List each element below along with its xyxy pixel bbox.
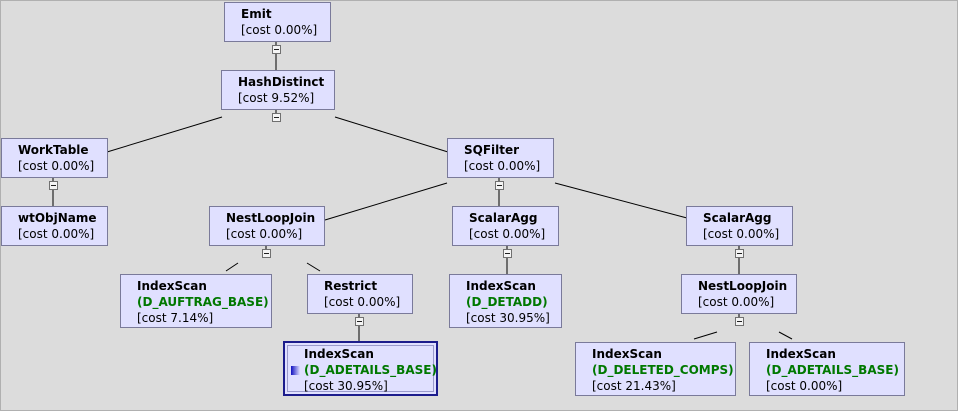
collapse-toggle-icon[interactable]	[272, 45, 281, 54]
node-hashdistinct[interactable]: HashDistinct [cost 9.52%]	[221, 70, 335, 110]
node-op-label: NestLoopJoin	[698, 279, 788, 293]
node-cost-label: [cost 0.00%]	[226, 227, 303, 241]
node-cost-label: [cost 0.00%]	[469, 227, 546, 241]
node-scalaragg-1[interactable]: ScalarAgg [cost 0.00%]	[452, 206, 559, 246]
edge-line	[334, 116, 449, 153]
node-emit[interactable]: Emit [cost 0.00%]	[224, 2, 331, 42]
collapse-toggle-icon[interactable]	[355, 317, 364, 326]
node-cost-label: [cost 30.95%]	[304, 379, 388, 393]
node-table-label: (D_AUFTRAG_BASE)	[137, 295, 269, 309]
collapse-toggle-icon[interactable]	[262, 249, 271, 258]
node-table-label: (D_DETADD)	[466, 295, 548, 309]
node-op-label: IndexScan	[766, 347, 836, 361]
node-op-label: WorkTable	[18, 143, 89, 157]
node-indexscan-adetails-1[interactable]: IndexScan (D_ADETAILS_BASE) [cost 30.95%…	[283, 341, 438, 396]
node-op-label: IndexScan	[304, 347, 374, 361]
node-op-label: SQFilter	[464, 143, 520, 157]
node-table-label: (D_ADETAILS_BASE)	[304, 363, 437, 377]
node-op-label: Emit	[241, 7, 272, 21]
node-op-label: wtObjName	[18, 211, 97, 225]
collapse-toggle-icon[interactable]	[735, 317, 744, 326]
node-op-label: IndexScan	[592, 347, 662, 361]
node-table-label: (D_DELETED_COMPS)	[592, 363, 734, 377]
node-op-label: IndexScan	[466, 279, 536, 293]
node-cost-label: [cost 7.14%]	[137, 311, 214, 325]
node-cost-label: [cost 30.95%]	[466, 311, 550, 325]
edge-line	[306, 262, 321, 272]
collapse-toggle-icon[interactable]	[49, 181, 58, 190]
edge-line	[693, 331, 718, 340]
node-wtobjname[interactable]: wtObjName [cost 0.00%]	[1, 206, 108, 246]
edge-line	[225, 262, 239, 272]
node-cost-label: [cost 0.00%]	[241, 23, 318, 37]
node-op-label: ScalarAgg	[469, 211, 538, 225]
node-indexscan-deleted-comps[interactable]: IndexScan (D_DELETED_COMPS) [cost 21.43%…	[575, 342, 736, 396]
node-cost-label: [cost 0.00%]	[18, 227, 95, 241]
collapse-toggle-icon[interactable]	[495, 181, 504, 190]
node-cost-label: [cost 21.43%]	[592, 379, 676, 393]
node-sqfilter[interactable]: SQFilter [cost 0.00%]	[447, 138, 554, 178]
collapse-toggle-icon[interactable]	[735, 249, 744, 258]
node-indexscan-detadd[interactable]: IndexScan (D_DETADD) [cost 30.95%]	[449, 274, 562, 328]
node-cost-label: [cost 9.52%]	[238, 91, 315, 105]
node-nestloopjoin-2[interactable]: NestLoopJoin [cost 0.00%]	[681, 274, 797, 314]
collapse-toggle-icon[interactable]	[503, 249, 512, 258]
edge-line	[324, 182, 448, 221]
node-op-label: IndexScan	[137, 279, 207, 293]
collapse-toggle-icon[interactable]	[272, 113, 281, 122]
node-restrict[interactable]: Restrict [cost 0.00%]	[307, 274, 413, 314]
node-indexscan-auftrag[interactable]: IndexScan (D_AUFTRAG_BASE) [cost 7.14%]	[120, 274, 272, 328]
node-scalaragg-2[interactable]: ScalarAgg [cost 0.00%]	[686, 206, 793, 246]
node-cost-label: [cost 0.00%]	[698, 295, 775, 309]
node-table-label: (D_ADETAILS_BASE)	[766, 363, 899, 377]
selected-node-frame: IndexScan (D_ADETAILS_BASE) [cost 30.95%…	[287, 345, 437, 393]
node-indexscan-adetails-2[interactable]: IndexScan (D_ADETAILS_BASE) [cost 0.00%]	[749, 342, 905, 396]
node-cost-label: [cost 0.00%]	[324, 295, 401, 309]
node-cost-label: [cost 0.00%]	[464, 159, 541, 173]
node-op-label: HashDistinct	[238, 75, 325, 89]
node-op-label: NestLoopJoin	[226, 211, 316, 225]
node-cost-label: [cost 0.00%]	[766, 379, 843, 393]
selection-indicator-icon	[291, 366, 300, 375]
node-op-label: ScalarAgg	[703, 211, 772, 225]
node-worktable[interactable]: WorkTable [cost 0.00%]	[1, 138, 108, 178]
node-op-label: Restrict	[324, 279, 378, 293]
node-cost-label: [cost 0.00%]	[18, 159, 95, 173]
edge-line	[778, 331, 793, 340]
node-cost-label: [cost 0.00%]	[703, 227, 780, 241]
node-nestloopjoin-1[interactable]: NestLoopJoin [cost 0.00%]	[209, 206, 325, 246]
edge-line	[554, 182, 688, 219]
edge-line	[106, 116, 223, 153]
